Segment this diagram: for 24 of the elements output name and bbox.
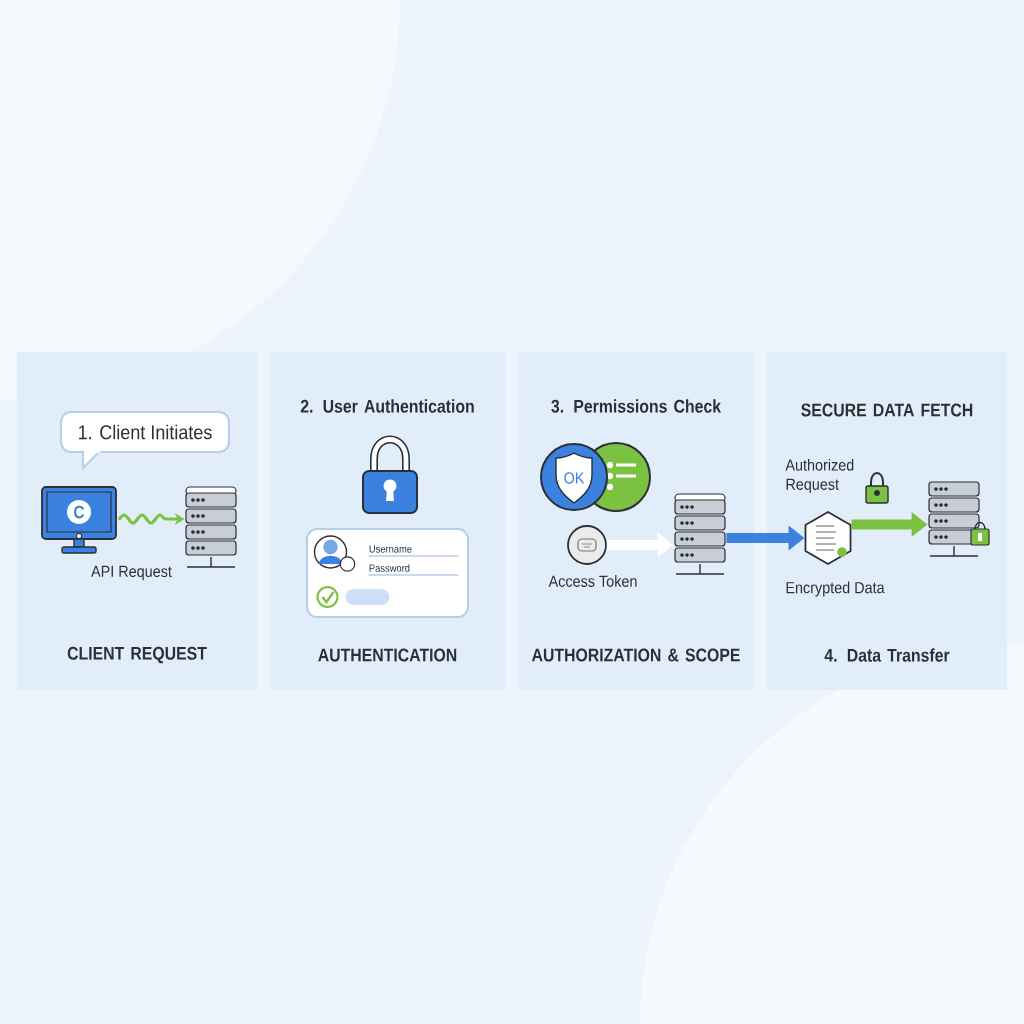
panel-heading: AUTHORIZATION & SCOPE [531,648,740,662]
login-form [306,528,469,618]
field-label: Password [369,564,410,572]
permission-badges: OK [540,442,651,512]
server-drawing [928,481,990,557]
panel-heading: 2. User Authentication [300,399,474,413]
server-drawing [674,493,726,575]
panel-heading: 3. Permissions Check [551,399,722,413]
panel-heading: CLIENT REQUEST [67,646,207,664]
panel-heading: AUTHENTICATION [318,648,457,662]
edge-label: API Request [91,565,172,581]
padlock-icon [362,435,418,514]
panel-heading: SECURE DATA FETCH [801,403,973,417]
panel-heading: 4. Data Transfer [824,648,950,662]
node-label: OK [564,472,585,484]
monitor-drawing: C [41,486,117,554]
node-label: Access Token [548,575,637,587]
padlock-icon [865,472,889,504]
server-drawing [185,486,237,568]
node-label: Encrypted Data [786,581,885,597]
panel [767,352,1007,690]
field-label: Username [369,545,412,553]
node-label: Authorized Request [785,458,854,494]
speech-bubble: 1. Client Initiates [60,411,230,471]
